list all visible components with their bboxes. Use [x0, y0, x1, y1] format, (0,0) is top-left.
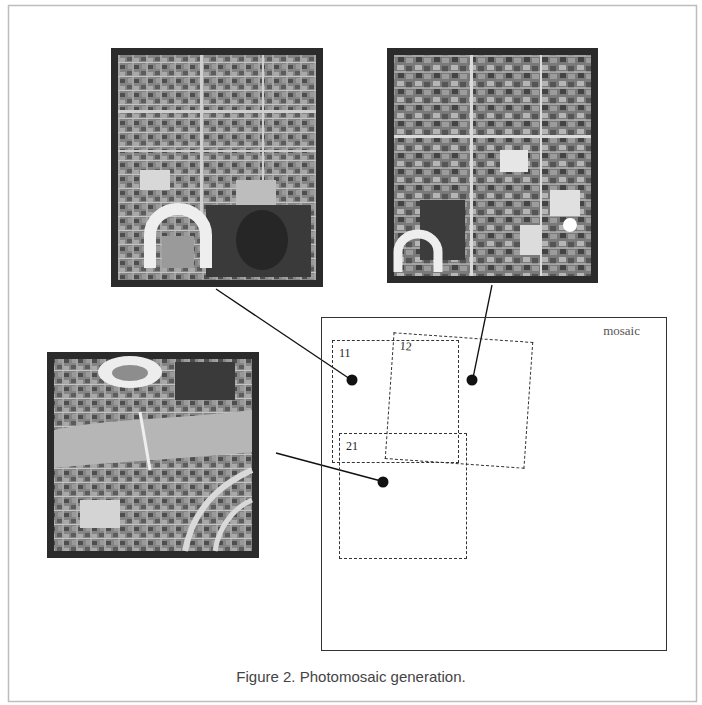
building [80, 500, 120, 528]
building [550, 190, 580, 216]
bridge [140, 412, 150, 470]
center-dot [347, 375, 358, 386]
street [470, 55, 473, 276]
stadium [98, 356, 162, 388]
photo-border [47, 352, 259, 558]
photo-border [387, 48, 598, 283]
field [206, 205, 311, 277]
aerial-photo [47, 352, 259, 558]
photo-area [54, 359, 252, 551]
figure-caption: Figure 2. Photomosaic generation. [236, 668, 465, 685]
image-number: 12 [399, 339, 412, 354]
building [520, 225, 542, 255]
river [54, 410, 252, 468]
field [236, 210, 288, 270]
aerial-photo [387, 48, 598, 283]
photo-area [394, 55, 591, 276]
roundabout [563, 218, 577, 232]
leader-line [276, 453, 381, 481]
leader-line [216, 289, 350, 379]
field [420, 200, 465, 260]
stadium-field [112, 365, 148, 381]
photo-area [118, 55, 316, 280]
leader-line [473, 285, 492, 378]
caption-area: Figure 2. Photomosaic generation. [0, 668, 702, 686]
street [262, 55, 264, 185]
street [118, 110, 316, 113]
building [140, 170, 170, 190]
mosaic-label: mosaic [603, 323, 640, 339]
stadium-field [162, 236, 194, 268]
figure-frame [9, 6, 697, 702]
center-dot [467, 375, 478, 386]
stadium [398, 234, 438, 272]
image-number: 11 [339, 346, 351, 360]
street [118, 150, 316, 152]
image-number: 21 [346, 439, 358, 453]
mosaic-frame: mosaic 11 12 21 [321, 317, 667, 651]
building [500, 150, 528, 172]
street [394, 135, 591, 138]
field [175, 362, 235, 400]
center-dot [378, 477, 389, 488]
highway [185, 470, 252, 551]
image-footprint: 21 [339, 433, 467, 559]
stadium [150, 209, 206, 268]
image-footprint: 12 [385, 332, 534, 468]
photo-border [111, 48, 323, 287]
street [200, 55, 203, 215]
highway [215, 500, 252, 551]
aerial-photo [111, 48, 323, 287]
